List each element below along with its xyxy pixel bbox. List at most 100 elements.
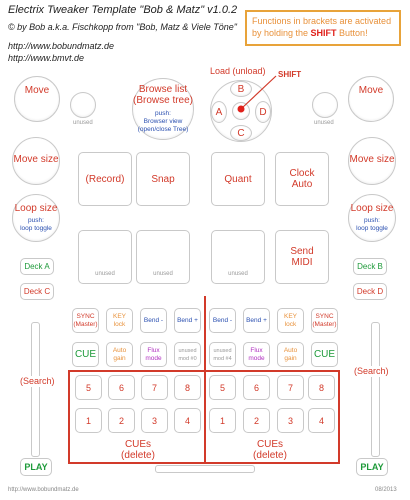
pad-label-line2: Auto (291, 179, 313, 190)
pad-unused-3[interactable]: unused (211, 230, 265, 284)
cue-number: 4 (184, 415, 190, 426)
cue-number: 8 (184, 382, 190, 393)
mod-label: mod #4 (213, 355, 232, 362)
pad-record[interactable]: (Record) (78, 152, 132, 206)
gain-label: gain (113, 354, 126, 362)
dpad-b[interactable]: B (230, 81, 252, 97)
center-divider (204, 296, 206, 462)
cue-pad-7-left[interactable]: 7 (141, 375, 168, 400)
cue-pad-7-right[interactable]: 7 (277, 375, 304, 400)
bend-minus-button-right[interactable]: Bend - (209, 308, 236, 333)
mode-label: mode (145, 354, 162, 362)
pad-label: (Record) (85, 173, 125, 185)
cue-pad-1-left[interactable]: 1 (75, 408, 102, 433)
mode-label: mode (248, 354, 265, 362)
cue-pad-2-left[interactable]: 2 (108, 408, 135, 433)
sync-master-label: (Master) (73, 320, 98, 328)
crossfader-slot[interactable] (155, 465, 255, 473)
cue-button-left[interactable]: CUE (72, 342, 99, 367)
knob-loop-size-right[interactable]: Loop size push: loop toggle (348, 194, 396, 242)
dpad-a[interactable]: A (211, 101, 227, 123)
knob-unused-left[interactable] (70, 92, 96, 118)
cue-pad-3-left[interactable]: 3 (141, 408, 168, 433)
knob-move-size-left[interactable]: Move size (12, 137, 60, 185)
cue-pad-5-left[interactable]: 5 (75, 375, 102, 400)
cue-pad-2-right[interactable]: 2 (243, 408, 270, 433)
dpad-c-label: C (237, 127, 245, 139)
deck-b-button[interactable]: Deck B (353, 258, 387, 275)
loop-toggle: loop toggle (356, 225, 388, 232)
loop-push: push: (364, 217, 380, 224)
dpad-d[interactable]: D (255, 101, 271, 123)
cue-pad-5-right[interactable]: 5 (209, 375, 236, 400)
flux-label: Flux (250, 346, 263, 354)
cue-button-right[interactable]: CUE (311, 342, 338, 367)
slider-left[interactable] (31, 322, 40, 457)
cue-number: 1 (85, 415, 91, 426)
knob-loop-size-left[interactable]: Loop size push: loop toggle (12, 194, 60, 242)
cue-number: 3 (151, 415, 157, 426)
auto-label: Auto (112, 346, 127, 354)
url-1: http://www.bobundmatz.de (8, 41, 115, 51)
pad-unused-2[interactable]: unused (136, 230, 190, 284)
footer-date: 08/2013 (375, 487, 397, 493)
deck-d-button[interactable]: Deck D (353, 283, 387, 300)
play-button-left[interactable]: PLAY (20, 458, 52, 476)
cue-pad-8-left[interactable]: 8 (174, 375, 201, 400)
pad-snap[interactable]: Snap (136, 152, 190, 206)
cue-number: 8 (318, 382, 324, 393)
search-label-right: (Search) (352, 366, 391, 377)
deck-a-button[interactable]: Deck A (20, 258, 54, 275)
cue-pad-6-left[interactable]: 6 (108, 375, 135, 400)
deck-label: Deck B (357, 262, 383, 271)
knob-move-right[interactable]: Move (348, 76, 394, 122)
bend-plus-button-right[interactable]: Bend + (243, 308, 270, 333)
knob-move-size-right[interactable]: Move size (348, 137, 396, 185)
cues-delete: (delete) (121, 450, 155, 461)
shift-arrow-icon (237, 75, 277, 113)
cue-pad-3-right[interactable]: 3 (277, 408, 304, 433)
bend-minus-button-left[interactable]: Bend - (140, 308, 167, 333)
pad-label-line2: MIDI (291, 257, 313, 268)
sbtn-label: CUE (74, 348, 97, 360)
dpad-c[interactable]: C (230, 125, 252, 141)
mod-label: mod #0 (178, 355, 197, 362)
browse-knob[interactable]: Browse list (Browse tree) push: Browser … (132, 78, 194, 140)
pad-label-line1: Clock (289, 168, 315, 179)
pad-unused-1[interactable]: unused (78, 230, 132, 284)
cue-pad-4-left[interactable]: 4 (174, 408, 201, 433)
cue-pad-4-right[interactable]: 4 (308, 408, 335, 433)
sync-button-left[interactable]: SYNC(Master) (72, 308, 99, 333)
browse-push-2: Browser view (143, 118, 183, 125)
bend-plus-button-left[interactable]: Bend + (174, 308, 201, 333)
pad-quant[interactable]: Quant (211, 152, 265, 206)
play-button-right[interactable]: PLAY (356, 458, 388, 476)
cue-number: 2 (253, 415, 259, 426)
knob-unused-right[interactable] (312, 92, 338, 118)
deck-c-button[interactable]: Deck C (20, 283, 54, 300)
slider-right[interactable] (371, 322, 380, 457)
note-shift: SHIFT (310, 28, 337, 38)
loop-push: push: (28, 217, 44, 224)
cue-pad-1-right[interactable]: 1 (209, 408, 236, 433)
sync-button-right[interactable]: SYNC(Master) (311, 308, 338, 333)
unused-label: unused (213, 347, 232, 354)
sync-label: SYNC (315, 312, 334, 320)
cue-number: 7 (287, 382, 293, 393)
knob-move-left[interactable]: Move (14, 76, 60, 122)
cue-pad-8-right[interactable]: 8 (308, 375, 335, 400)
cue-pad-6-right[interactable]: 6 (243, 375, 270, 400)
